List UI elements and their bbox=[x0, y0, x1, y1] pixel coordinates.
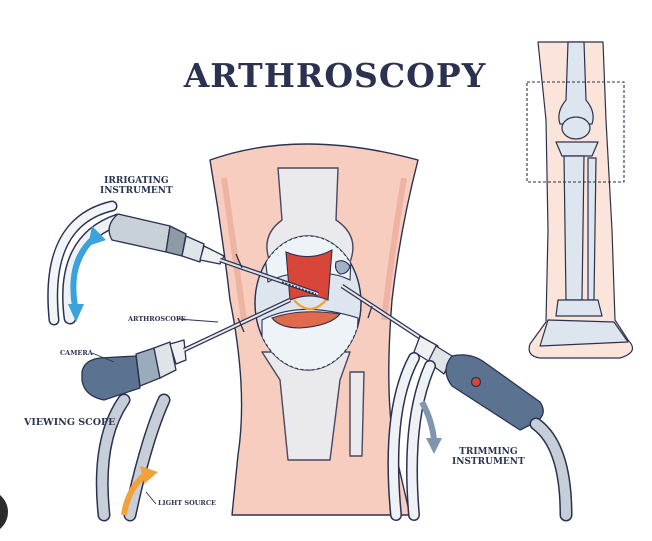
diagram-title: ARTHROSCOPY bbox=[183, 56, 487, 95]
irrigating-label-line1: IRRIGATING bbox=[104, 176, 169, 186]
irrigating-instrument bbox=[47, 200, 319, 326]
irrigating-instrument-label: IRRIGATING INSTRUMENT bbox=[100, 176, 173, 197]
trimming-label-line2: INSTRUMENT bbox=[452, 457, 525, 468]
light-source-label: LIGHT SOURCE bbox=[158, 499, 216, 507]
flow-arrow bbox=[68, 226, 442, 516]
arthroscope-label: ARTHROSCOPE bbox=[128, 315, 186, 323]
leg-skeleton-inset bbox=[526, 41, 634, 359]
trimming-label-line1: TRIMMING bbox=[459, 447, 518, 457]
viewing-scope-camera bbox=[81, 297, 291, 522]
label-leaders bbox=[91, 318, 219, 505]
trimming-instrument-label: TRIMMING INSTRUMENT bbox=[452, 447, 525, 468]
irrigating-label-line2: INSTRUMENT bbox=[100, 186, 173, 197]
viewing-scope-label: VIEWING SCOPE bbox=[24, 417, 116, 428]
trimming-instrument bbox=[340, 284, 573, 522]
knee-leg bbox=[209, 143, 419, 516]
camera-label: CAMERA bbox=[60, 349, 93, 357]
corner-artifact bbox=[0, 495, 8, 529]
